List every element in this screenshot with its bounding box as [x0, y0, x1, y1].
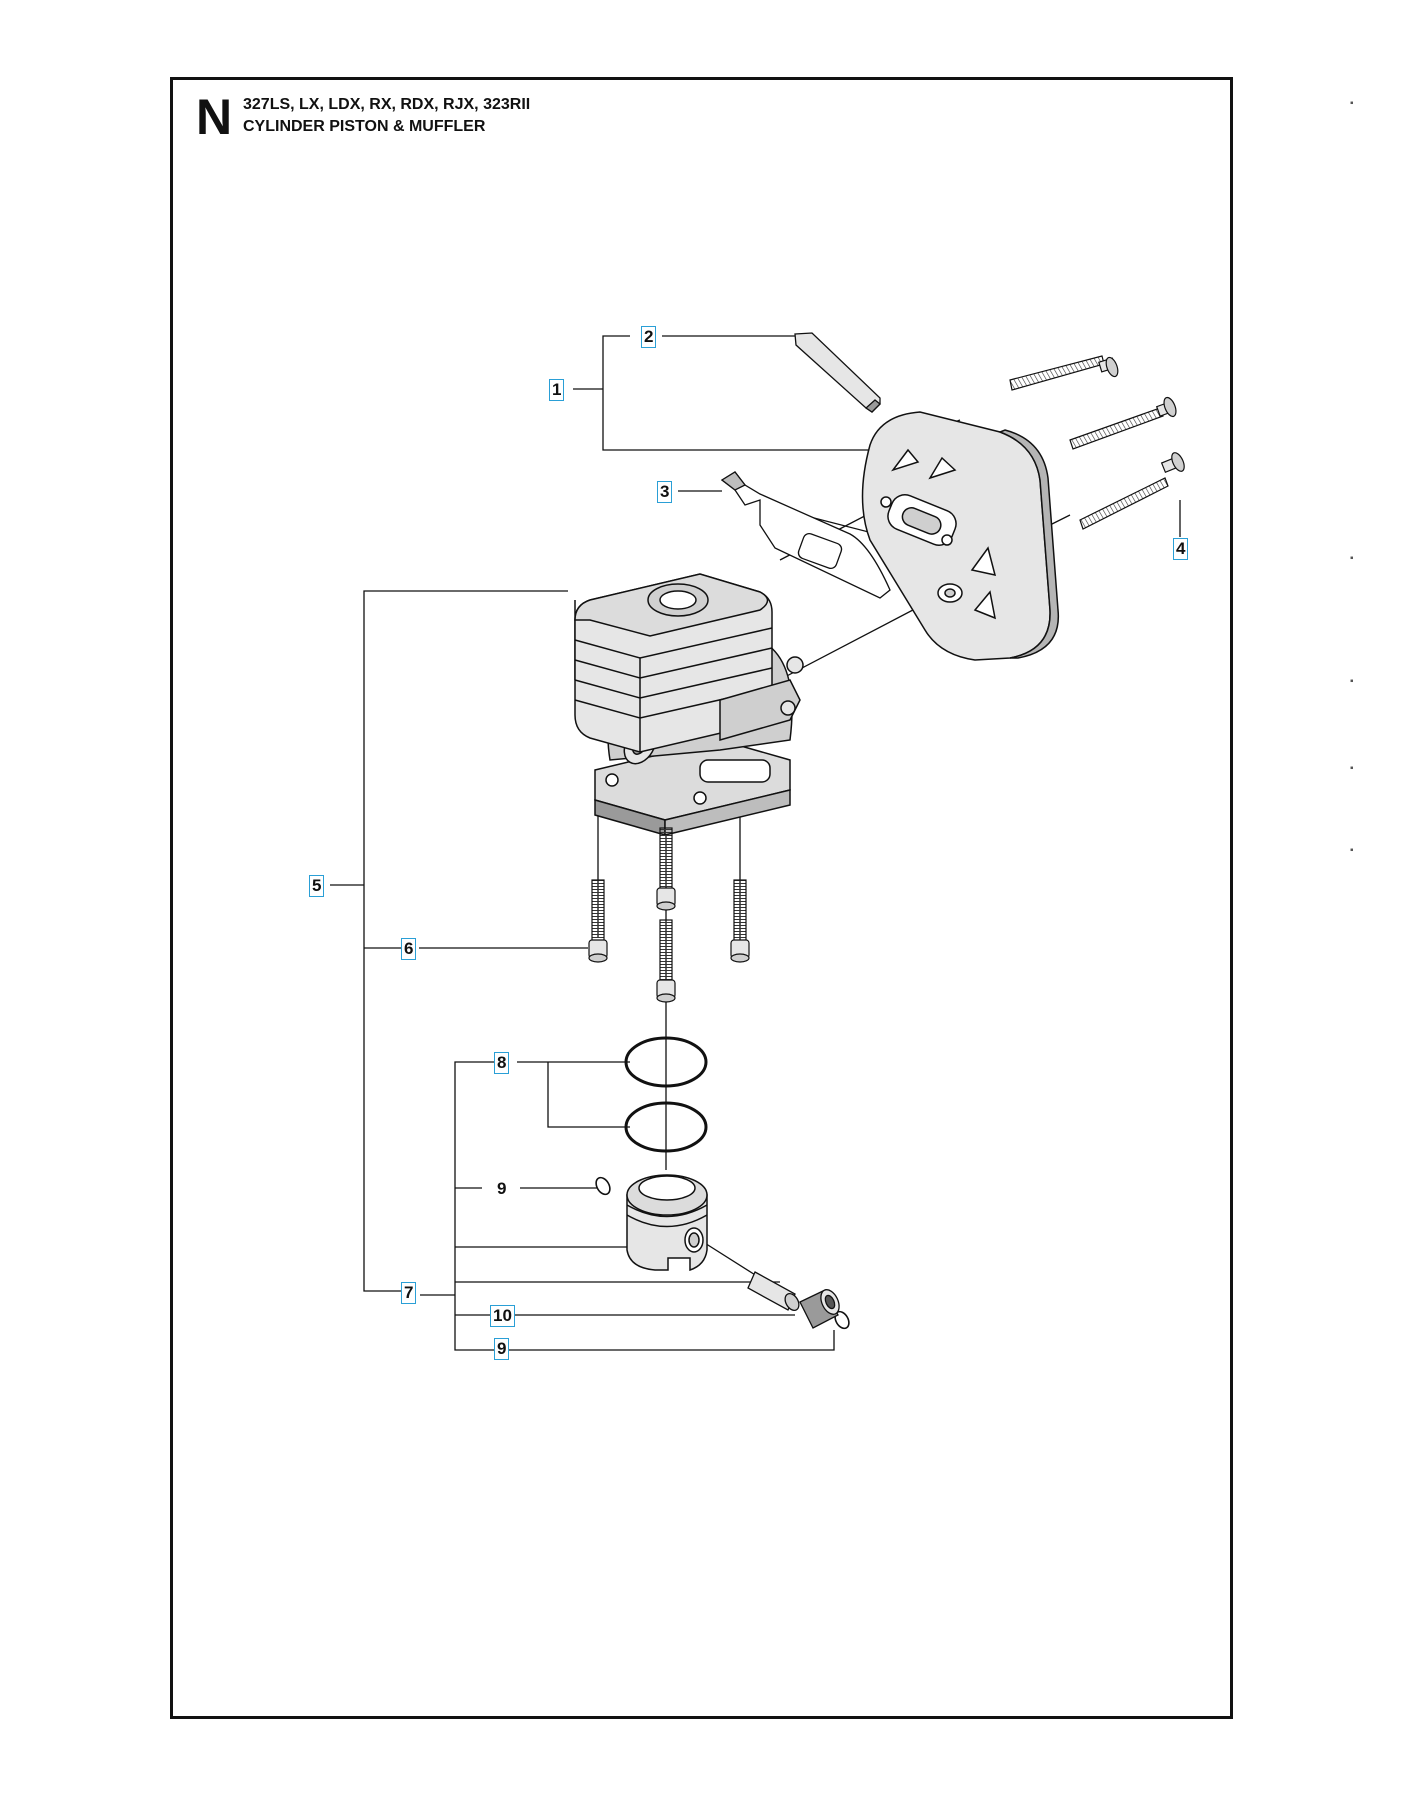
callout-5[interactable]: 5 — [309, 875, 325, 897]
edge-artifact: ▪ — [1350, 676, 1354, 687]
leader-lines — [330, 335, 1181, 1351]
callout-2[interactable]: 2 — [641, 326, 657, 348]
piston-rings — [624, 1036, 708, 1153]
cylinder-screws — [588, 827, 750, 1003]
piston-pin-circlips — [595, 1176, 850, 1330]
muffler-gasket — [720, 471, 891, 599]
edge-artifact: ▪ — [1350, 845, 1354, 856]
callout-1[interactable]: 1 — [549, 379, 565, 401]
callout-9-circlip[interactable]: 9 — [494, 1178, 510, 1200]
edge-artifact: ▪ — [1350, 98, 1354, 109]
edge-artifact: ▪ — [1350, 763, 1354, 774]
callout-9-circlip-lower[interactable]: 9 — [494, 1338, 510, 1360]
diagram-frame — [170, 77, 1233, 1719]
needle-bearing — [799, 1289, 840, 1329]
model-list: 327LS, LX, LDX, RX, RDX, RJX, 323RII — [243, 96, 531, 113]
piston-pin — [747, 1271, 800, 1312]
callout-6[interactable]: 6 — [401, 938, 417, 960]
callout-4[interactable]: 4 — [1173, 538, 1189, 560]
cylinder — [574, 573, 804, 836]
diagram-title: CYLINDER PISTON & MUFFLER — [243, 118, 486, 135]
muffler-bolts — [1009, 355, 1185, 530]
callout-8[interactable]: 8 — [494, 1052, 510, 1074]
section-letter: N — [196, 89, 233, 145]
callout-3[interactable]: 3 — [657, 481, 673, 503]
callout-10[interactable]: 10 — [490, 1305, 515, 1327]
piston — [626, 1174, 708, 1272]
heat-shield-plate — [794, 332, 881, 413]
callout-7[interactable]: 7 — [401, 1282, 417, 1304]
muffler-body — [861, 411, 1060, 661]
edge-artifact: ▪ — [1350, 553, 1354, 564]
